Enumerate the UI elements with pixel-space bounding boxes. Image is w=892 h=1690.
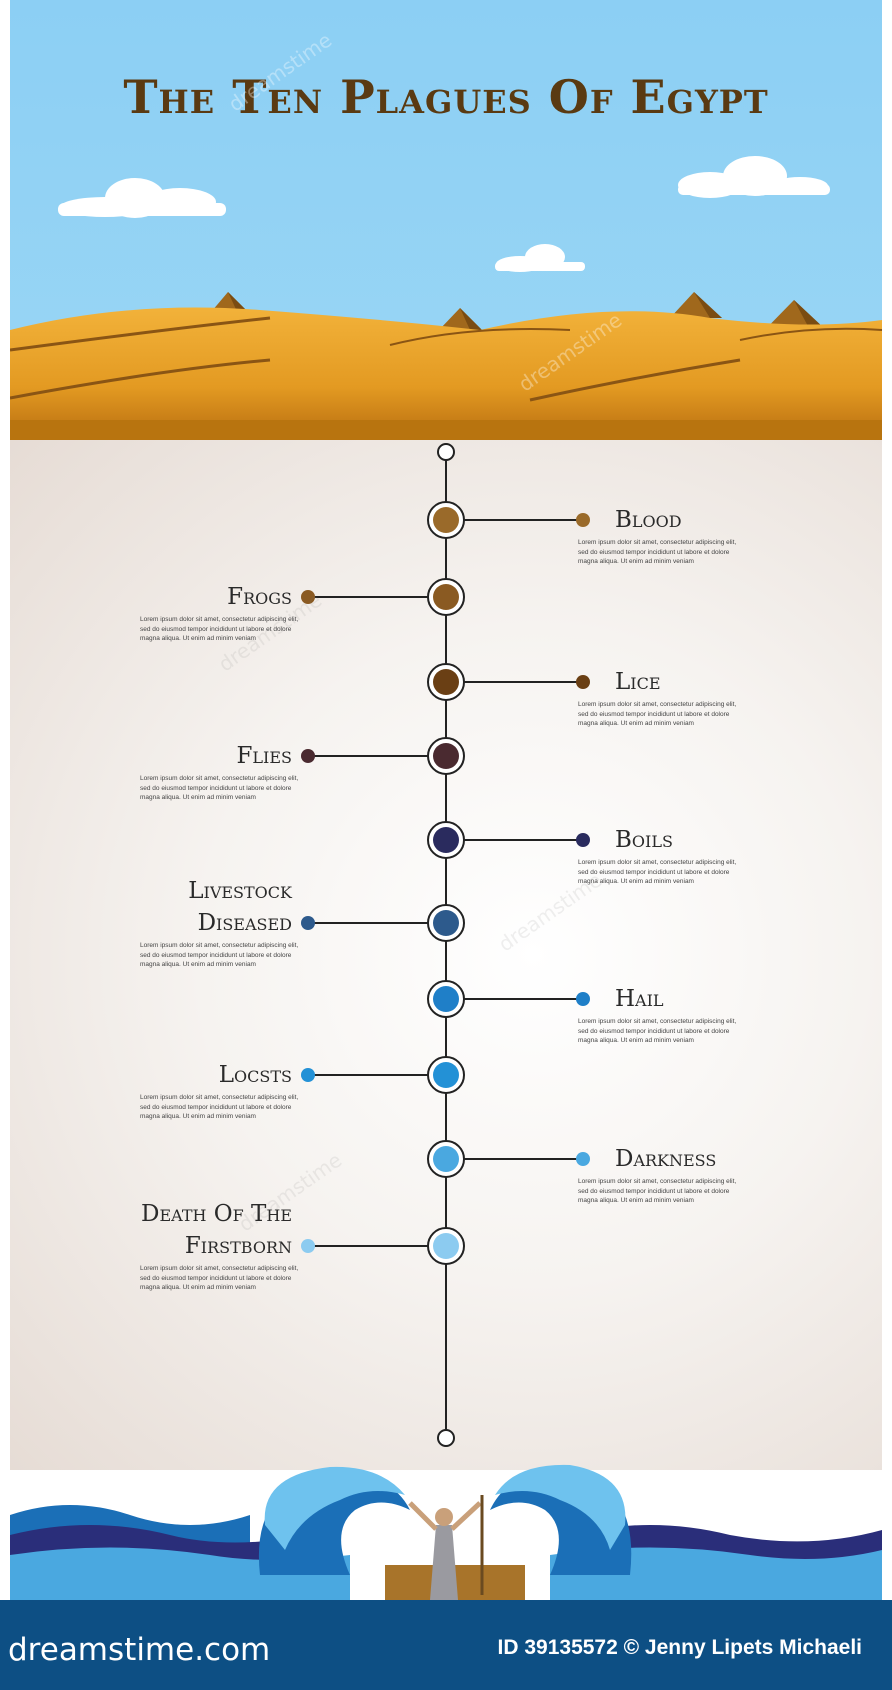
plague-description: Lorem ipsum dolor sit amet, consectetur … <box>578 1178 737 1204</box>
plague-node <box>433 910 459 936</box>
plague-endpoint-dot <box>301 749 315 763</box>
plague-node <box>433 669 459 695</box>
plague-description: Lorem ipsum dolor sit amet, consectetur … <box>578 701 737 727</box>
plague-description: Lorem ipsum dolor sit amet, consectetur … <box>578 859 737 885</box>
plague-description: Lorem ipsum dolor sit amet, consectetur … <box>140 1094 299 1120</box>
plague-title: Frogs <box>227 584 292 610</box>
plague-title: Hail <box>615 986 664 1012</box>
cloud-icon <box>678 156 830 198</box>
plague-node <box>433 1146 459 1172</box>
plague-title: Flies <box>236 743 292 769</box>
plague-node <box>433 584 459 610</box>
page-title: The Ten Plagues Of Egypt <box>123 70 769 124</box>
plague-title: Boils <box>615 827 673 853</box>
brand-logo[interactable]: dreamstime.com <box>8 1632 271 1668</box>
plague-description: Lorem ipsum dolor sit amet, consectetur … <box>140 1265 299 1291</box>
cloud-icon <box>58 178 226 218</box>
plague-node <box>433 507 459 533</box>
plague-endpoint-dot <box>576 513 590 527</box>
plague-endpoint-dot <box>301 916 315 930</box>
plague-endpoint-dot <box>576 675 590 689</box>
plague-description: Lorem ipsum dolor sit amet, consectetur … <box>140 616 299 642</box>
timeline <box>301 443 590 1447</box>
plague-description: Lorem ipsum dolor sit amet, consectetur … <box>578 1018 737 1044</box>
plague-node <box>433 986 459 1012</box>
plague-node <box>433 827 459 853</box>
plague-title: Darkness <box>615 1146 717 1172</box>
plague-description: Lorem ipsum dolor sit amet, consectetur … <box>140 942 299 968</box>
plague-node <box>433 1062 459 1088</box>
timeline-start-node <box>437 443 455 461</box>
plague-description: Lorem ipsum dolor sit amet, consectetur … <box>578 539 737 565</box>
red-sea-scene <box>10 1464 882 1600</box>
plague-endpoint-dot <box>301 1239 315 1253</box>
plague-title: Blood <box>615 507 682 533</box>
plague-title: Lice <box>615 669 661 695</box>
timeline-end-node <box>437 1429 455 1447</box>
plague-endpoint-dot <box>301 590 315 604</box>
plague-endpoint-dot <box>576 833 590 847</box>
plague-endpoint-dot <box>576 992 590 1006</box>
footer-bar: dreamstime.com ID 39135572 © Jenny Lipet… <box>0 1600 892 1690</box>
plague-endpoint-dot <box>301 1068 315 1082</box>
desert-scene <box>10 0 882 440</box>
plague-description: Lorem ipsum dolor sit amet, consectetur … <box>140 775 299 801</box>
cloud-icon <box>495 244 585 272</box>
plague-title: Locsts <box>218 1062 292 1088</box>
plague-endpoint-dot <box>576 1152 590 1166</box>
moses-figure <box>408 1495 484 1600</box>
plague-node <box>433 743 459 769</box>
plague-node <box>433 1233 459 1259</box>
image-credit: ID 39135572 © Jenny Lipets Michaeli <box>497 1636 862 1659</box>
sand-dunes <box>10 307 882 440</box>
